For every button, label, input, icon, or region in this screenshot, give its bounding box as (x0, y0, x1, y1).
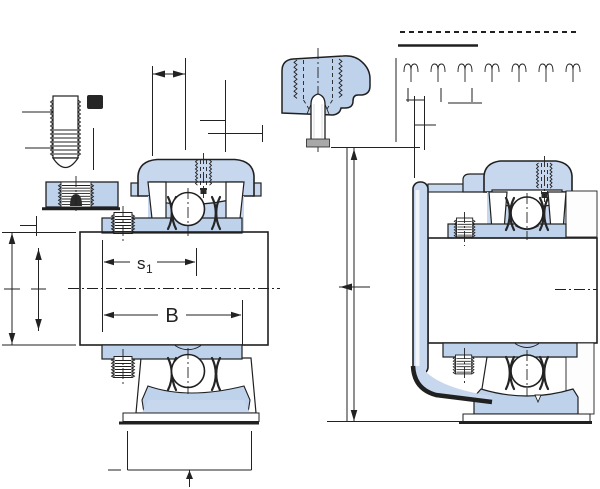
plate-foot-edge (410, 365, 493, 405)
s1-label: s 1 (137, 254, 153, 276)
inner-ring-collar-lower (101, 344, 243, 360)
dimension-lines-left-edge (2, 216, 76, 346)
housing-shelf (427, 183, 464, 193)
screw-ball-tip (51, 157, 80, 169)
plate-highlight (415, 190, 420, 366)
b-label: B (165, 305, 178, 327)
right-unit-base (459, 413, 592, 424)
housing-right-wall (565, 190, 598, 238)
housing-cap (483, 160, 573, 193)
grub-screw-seat-detail (281, 48, 371, 152)
set-screw-detail (22, 95, 103, 170)
dim-bracket-bottom (108, 431, 252, 487)
thread-crest-marks (403, 63, 581, 82)
dim-b: B (103, 300, 243, 345)
thread-zigzag (338, 58, 343, 98)
dim-s1: s 1 (102, 240, 197, 332)
ring-section-detail (42, 176, 120, 214)
collar-set-screw-lower (452, 354, 475, 375)
dimension-lines-top-right (395, 31, 581, 142)
hidden-grub-screw (194, 153, 213, 198)
right-unit-lower-housing (442, 342, 595, 415)
drive-pin-icon (306, 93, 330, 148)
right-unit-flange-plate (410, 181, 493, 405)
left-unit-base (119, 400, 260, 425)
right-bearing-unit (410, 156, 598, 424)
grease-boss (462, 173, 488, 193)
seal-icon (504, 355, 550, 391)
dimension-lines-top-left (152, 58, 263, 156)
hidden-grub-screw (535, 156, 553, 202)
dimension-lines-middle-vertical (327, 147, 462, 422)
left-unit-shaft (68, 231, 280, 346)
left-bearing-unit: s 1 B (68, 153, 280, 487)
pin-base (306, 138, 330, 148)
right-unit-upper-housing (427, 156, 598, 246)
leader-arrow-block (87, 95, 103, 109)
pressed-housing-plate (412, 181, 429, 375)
left-unit-upper-bearing (101, 153, 245, 242)
thread-zigzag (293, 59, 298, 99)
inner-ring-collar-lower (442, 342, 578, 358)
dimension-lines-right-unit-top (406, 96, 436, 178)
right-unit-shaft (427, 237, 598, 344)
set-screw-icon (49, 95, 82, 169)
lube-notch (534, 394, 542, 404)
